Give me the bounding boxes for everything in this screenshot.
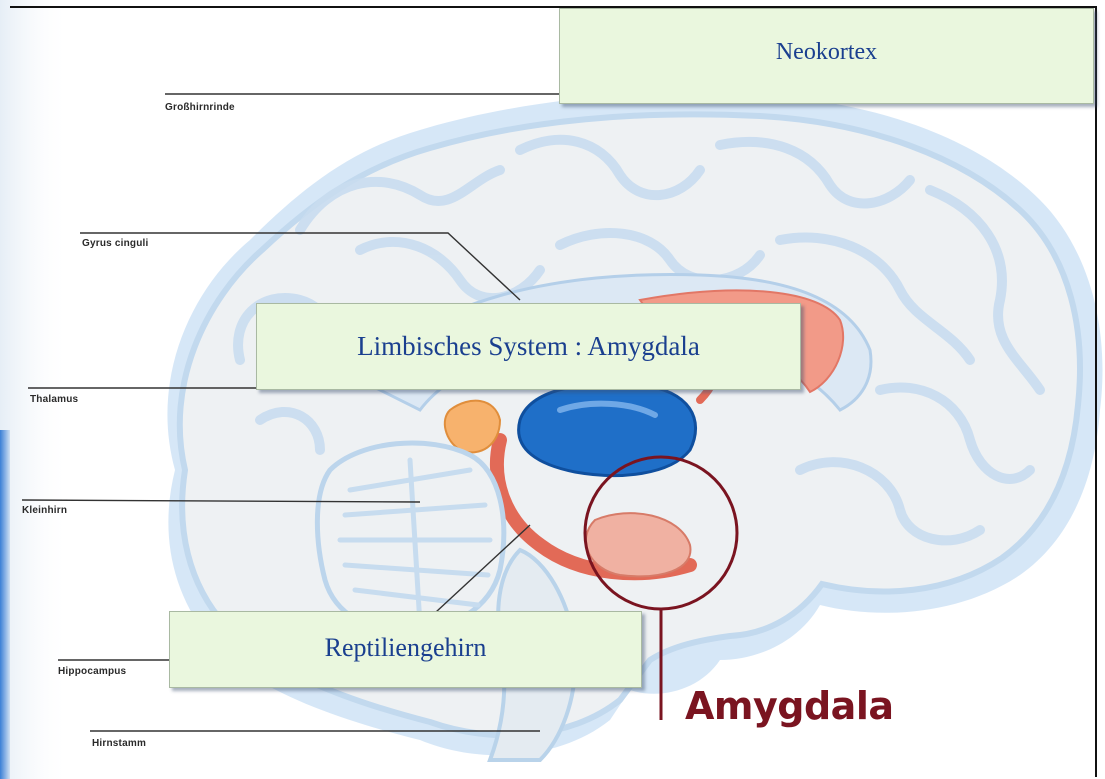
label-hippocampus: Hippocampus [58, 666, 126, 677]
label-grosshirnrinde: Großhirnrinde [165, 102, 235, 113]
label-thalamus: Thalamus [30, 394, 78, 405]
amygdala-label: Amygdala [685, 684, 894, 728]
thalamus [519, 384, 696, 476]
callout-limbisches-system: Limbisches System : Amygdala [256, 303, 801, 390]
left-blue-strip [0, 430, 10, 779]
label-hirnstamm: Hirnstamm [92, 738, 146, 749]
label-gyrus-cinguli: Gyrus cinguli [82, 238, 149, 249]
label-kleinhirn: Kleinhirn [22, 505, 67, 516]
callout-limbisches-system-text: Limbisches System : Amygdala [357, 331, 700, 362]
callout-neokortex: Neokortex [559, 8, 1094, 104]
callout-reptiliengehirn: Reptiliengehirn [169, 611, 642, 688]
callout-neokortex-text: Neokortex [776, 39, 877, 66]
callout-reptiliengehirn-text: Reptiliengehirn [325, 633, 487, 663]
cerebellum [317, 443, 503, 632]
